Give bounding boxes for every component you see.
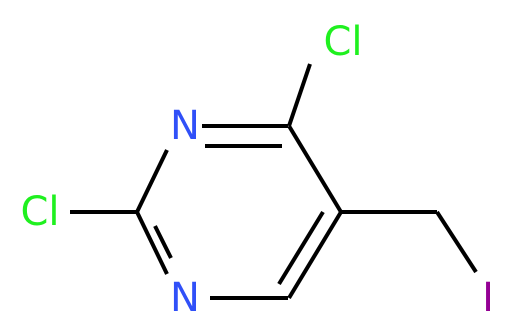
atom-cl-top: Cl	[323, 19, 362, 65]
bond-n3-c2-double	[153, 225, 173, 259]
atom-n-bottom: N	[170, 275, 200, 321]
bond-c4-cl	[287, 63, 312, 127]
substituent-bonds	[70, 63, 478, 274]
atom-iodine: I	[482, 275, 494, 321]
bond-c4-c5	[287, 124, 343, 214]
bond-c5-c6	[287, 210, 343, 300]
ring-bonds	[135, 124, 343, 300]
bond-ch2-i	[435, 210, 478, 274]
atom-cl-left: Cl	[20, 189, 59, 235]
atom-n-top: N	[170, 103, 200, 149]
atom-labels: Cl Cl N N I	[20, 19, 493, 321]
bond-n3-c2	[135, 211, 169, 275]
bond-c2-n1	[135, 149, 169, 213]
bond-c5-c6-double	[277, 210, 325, 286]
